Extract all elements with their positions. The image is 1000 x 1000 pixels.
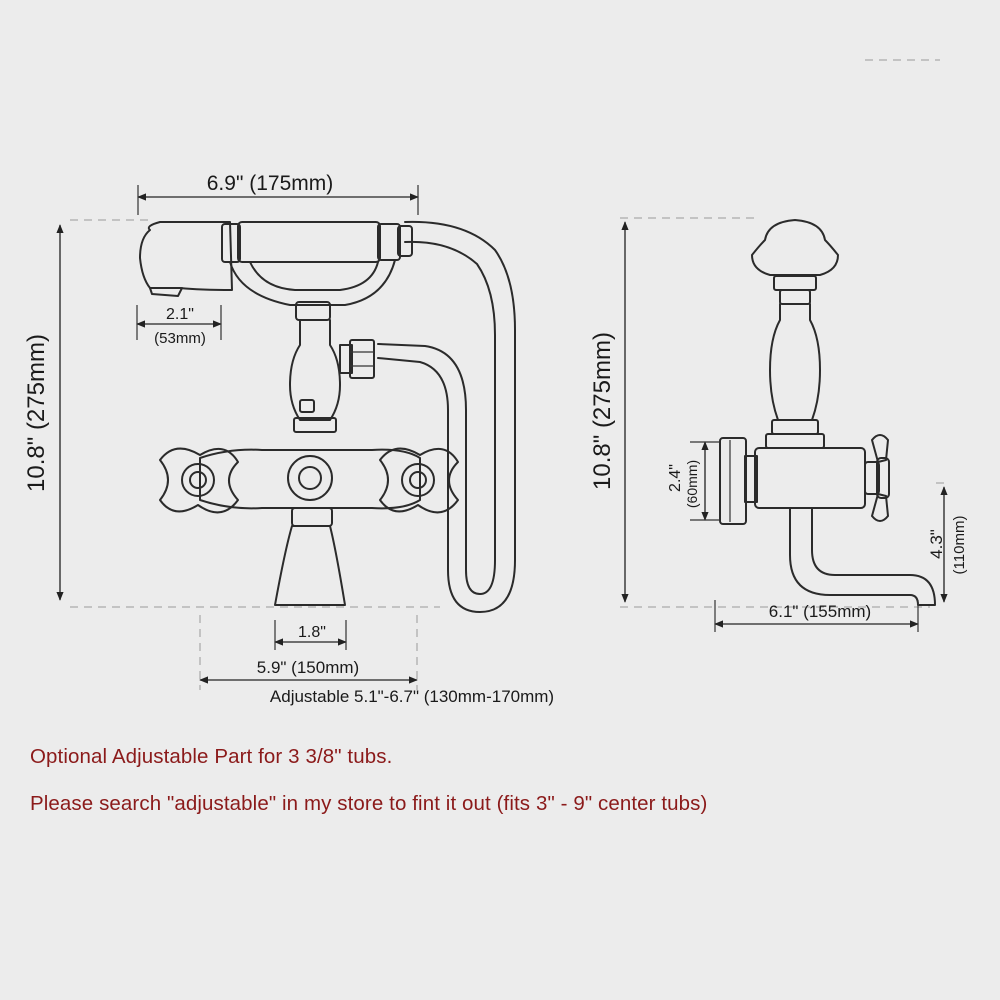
dim-handset-head-in: 2.1" xyxy=(166,306,194,323)
dim-side-height: 10.8" (275mm) xyxy=(589,332,616,490)
shower-hose xyxy=(377,220,516,613)
note-optional-part: Optional Adjustable Part for 3 3/8" tubs… xyxy=(30,745,393,768)
dim-handset-head-mm: (53mm) xyxy=(154,330,206,347)
front-view xyxy=(56,59,950,690)
dim-spout-reach: 6.1" (155mm) xyxy=(769,602,871,621)
mixer-body xyxy=(199,448,421,606)
dim-spout-drop-in: 4.3" xyxy=(927,529,946,559)
side-view xyxy=(621,219,948,632)
dim-handset-width: 6.9" (175mm) xyxy=(207,172,334,195)
dim-center-distance: 5.9" (150mm) xyxy=(257,658,359,677)
dim-flange-in: 2.4" xyxy=(667,464,684,492)
left-cross-handle xyxy=(159,447,239,514)
dim-spout-drop-mm: (110mm) xyxy=(951,516,968,575)
handset-shower xyxy=(139,221,413,321)
dim-flange-mm: (60mm) xyxy=(684,460,700,508)
note-search-store: Please search "adjustable" in my store t… xyxy=(30,792,708,815)
dim-adjustable-range: Adjustable 5.1"-6.7" (130mm-170mm) xyxy=(270,687,554,706)
dim-front-height: 10.8" (275mm) xyxy=(23,334,50,492)
faucet-column xyxy=(289,319,375,433)
dim-spout-width: 1.8" xyxy=(298,624,326,641)
right-cross-handle xyxy=(379,447,459,514)
